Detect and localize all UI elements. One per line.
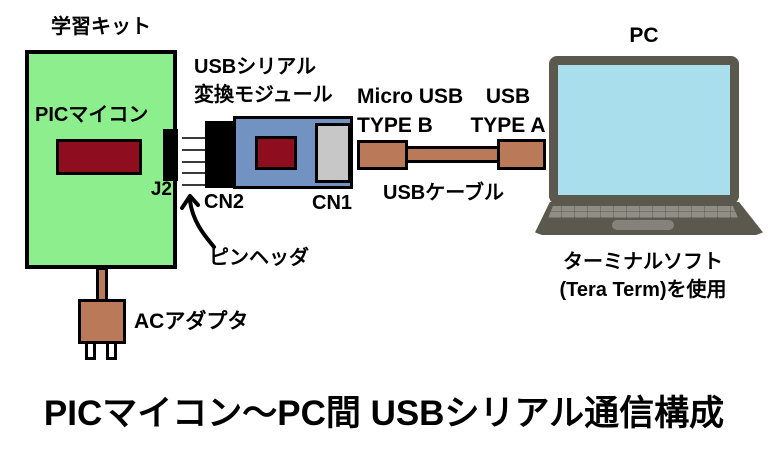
- ac-adapter-prong-right: [106, 341, 117, 360]
- terminal-software-note: ターミナルソフト (Tera Term)を使用: [540, 248, 746, 304]
- cn2-connector: [205, 121, 234, 188]
- laptop-screen-display: [558, 65, 730, 195]
- pic-mcu-label: PICマイコン: [35, 104, 149, 126]
- micro-usb-line1: Micro USB: [357, 85, 464, 108]
- learning-kit-label: 学習キット: [51, 16, 151, 38]
- cn1-connector: [315, 123, 351, 183]
- cn1-label: CN1: [312, 192, 353, 214]
- module-name-label: USBシリアル 変換モジュール: [194, 53, 333, 109]
- pin: [182, 172, 207, 175]
- ac-adapter-label: ACアダプタ: [134, 310, 249, 333]
- pin-header-pins: [182, 137, 207, 186]
- laptop-touchpad: [612, 220, 674, 230]
- usb-a-line1: USB: [485, 85, 531, 108]
- cn2-label: CN2: [204, 191, 245, 213]
- module-name-line1: USBシリアル: [194, 56, 317, 78]
- usb-cable-label: USBケーブル: [383, 182, 505, 204]
- pin-header-arrow-icon: [180, 194, 216, 249]
- ac-adapter-prong-left: [85, 341, 96, 360]
- pc-label: PC: [629, 24, 659, 47]
- micro-usb-type-b-label: Micro USB TYPE B: [357, 82, 463, 140]
- module-chip: [255, 136, 297, 170]
- micro-usb-line2: TYPE B: [357, 114, 433, 137]
- pin: [182, 184, 207, 186]
- usb-a-line2: TYPE A: [470, 114, 546, 137]
- terminal-note-line2: (Tera Term)を使用: [559, 279, 727, 301]
- pin: [182, 160, 207, 163]
- diagram-title: PICマイコン～PC間 USBシリアル通信構成: [43, 394, 725, 433]
- pin: [182, 148, 207, 151]
- module-name-line2: 変換モジュール: [194, 84, 333, 106]
- ac-adapter-cable: [96, 267, 108, 302]
- j2-connector: [163, 129, 178, 181]
- usb-cable-plug-a: [497, 139, 546, 170]
- pin: [182, 137, 207, 139]
- usb-type-a-label: USB TYPE A: [466, 82, 550, 140]
- pic-mcu-chip: [56, 139, 142, 175]
- terminal-note-line1: ターミナルソフト: [563, 251, 723, 273]
- j2-label: J2: [150, 179, 172, 200]
- usb-cable-plug-b: [357, 140, 408, 170]
- laptop-keyboard: [548, 206, 738, 218]
- learning-kit-board: [25, 50, 177, 269]
- ac-adapter-body: [78, 299, 126, 344]
- pin-header-label: ピンヘッダ: [209, 247, 309, 269]
- usb-cable-wire: [405, 146, 500, 163]
